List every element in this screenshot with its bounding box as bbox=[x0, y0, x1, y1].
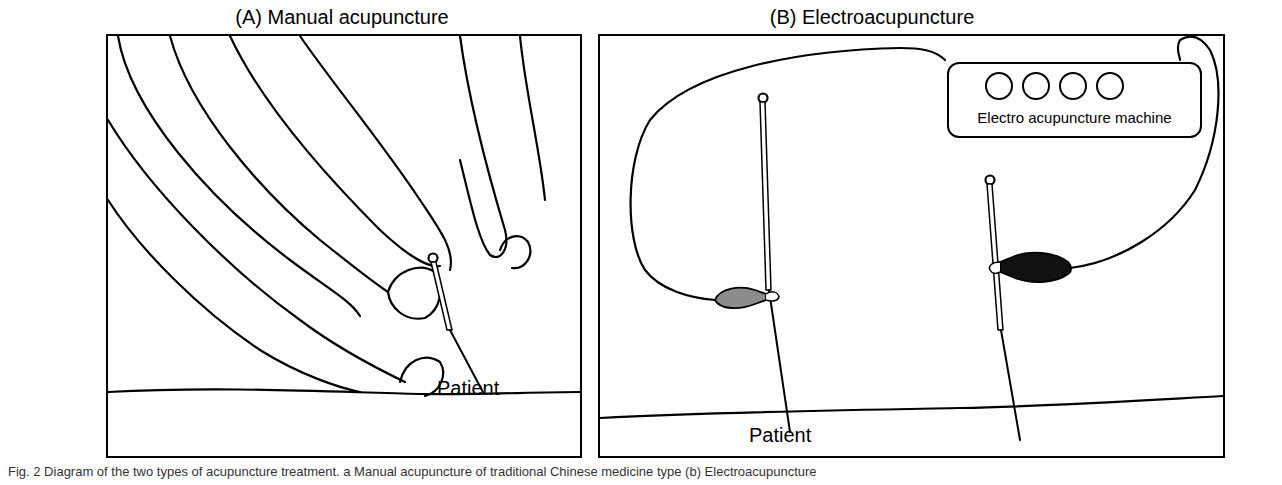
needle-head bbox=[986, 176, 995, 185]
patient-label: Patient bbox=[749, 424, 811, 447]
machine-label: Electro acupuncture machine bbox=[977, 109, 1171, 126]
panel-heading: (B) Electroacupuncture bbox=[770, 6, 975, 29]
dial bbox=[1060, 73, 1086, 99]
fingertip bbox=[500, 236, 530, 268]
machine-box: Electro acupuncture machine bbox=[947, 62, 1202, 138]
patient-label: Patient bbox=[437, 377, 499, 400]
panel-frame: (A) Manual acupuncturePatient bbox=[106, 34, 582, 458]
finger-outline bbox=[108, 120, 405, 382]
skin-line bbox=[108, 389, 580, 394]
grey-clip bbox=[715, 288, 766, 308]
dial-icons bbox=[949, 68, 1200, 108]
fingernail bbox=[388, 268, 440, 319]
needle-shaft bbox=[1001, 330, 1020, 440]
needle-handle bbox=[987, 184, 1003, 330]
finger-outline bbox=[460, 36, 506, 257]
finger-outline bbox=[108, 200, 360, 392]
finger-outline bbox=[520, 36, 545, 200]
needle-handle bbox=[760, 102, 771, 290]
dial bbox=[1097, 73, 1123, 99]
needle-head bbox=[759, 94, 768, 103]
dial bbox=[1023, 73, 1049, 99]
figure-caption: Fig. 2 Diagram of the two types of acupu… bbox=[8, 464, 817, 479]
clip-jaw bbox=[989, 262, 1000, 273]
finger-outline bbox=[300, 36, 451, 270]
fingertip bbox=[400, 358, 443, 396]
black-clip bbox=[1000, 253, 1071, 282]
clip-jaw bbox=[766, 292, 779, 301]
panel-frame: (B) ElectroacupuncturePatientElectro acu… bbox=[598, 34, 1225, 458]
needle-handle bbox=[431, 262, 452, 330]
skin-line bbox=[600, 396, 1223, 418]
finger-outline bbox=[170, 36, 388, 292]
dial bbox=[986, 73, 1012, 99]
panel-heading: (A) Manual acupuncture bbox=[235, 6, 448, 29]
wire bbox=[631, 48, 945, 300]
finger-outline bbox=[118, 36, 360, 316]
needle-shaft bbox=[769, 290, 790, 432]
finger-outline bbox=[230, 36, 440, 266]
needle-head bbox=[429, 254, 438, 263]
